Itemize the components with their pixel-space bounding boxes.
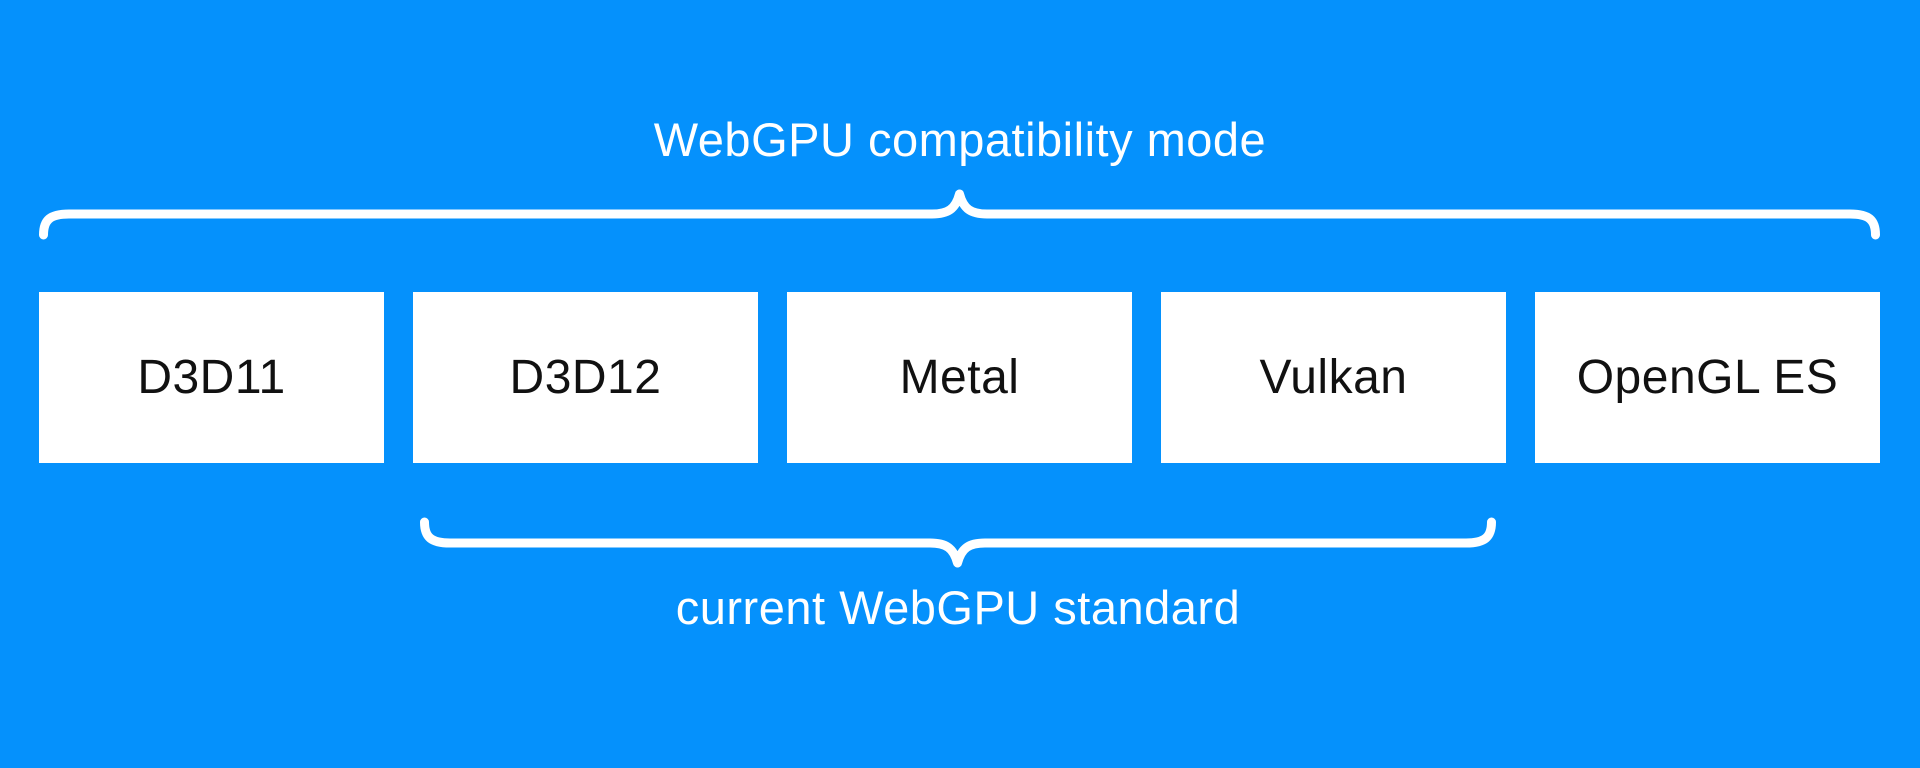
api-box-d3d11: D3D11: [39, 292, 384, 463]
api-box-opengl-es: OpenGL ES: [1535, 292, 1880, 463]
bottom-brace: [420, 517, 1496, 568]
api-boxes-row: D3D11 D3D12 Metal Vulkan OpenGL ES: [39, 292, 1880, 463]
api-box-vulkan: Vulkan: [1161, 292, 1506, 463]
api-box-label-d3d11: D3D11: [137, 351, 286, 404]
api-box-label-metal: Metal: [899, 351, 1020, 404]
api-box-label-d3d12: D3D12: [509, 351, 662, 404]
api-box-d3d12: D3D12: [413, 292, 758, 463]
api-box-metal: Metal: [787, 292, 1132, 463]
api-box-label-vulkan: Vulkan: [1259, 351, 1408, 404]
top-brace-label: WebGPU compatibility mode: [653, 113, 1267, 166]
bottom-brace-label: current WebGPU standard: [675, 581, 1241, 634]
top-brace: [39, 189, 1880, 240]
api-box-label-opengl-es: OpenGL ES: [1576, 351, 1839, 404]
